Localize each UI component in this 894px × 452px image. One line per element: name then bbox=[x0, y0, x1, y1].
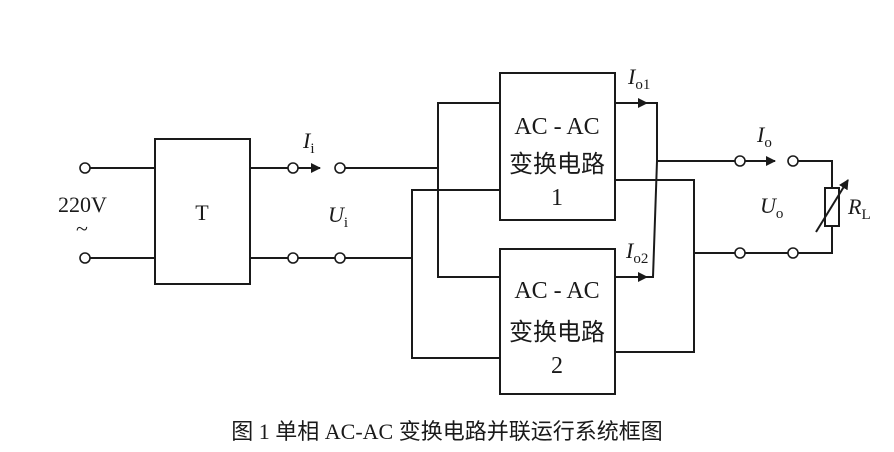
converter-1-title: AC - AC bbox=[514, 114, 599, 140]
conv2-out-top bbox=[647, 160, 658, 278]
terminal-ui-bottom-right bbox=[334, 252, 346, 264]
figure-caption: 图 1 单相 AC-AC 变换电路并联运行系统框图 bbox=[231, 419, 663, 444]
conv1-out-top bbox=[647, 102, 658, 161]
bus-bottom-to-conv2 bbox=[411, 258, 500, 359]
terminal-ui-top-right bbox=[334, 162, 346, 174]
converter-2-box bbox=[499, 248, 616, 395]
converter-1-number: 1 bbox=[551, 185, 563, 211]
load-label: RL bbox=[847, 194, 871, 223]
conv2-out-bottom bbox=[615, 253, 695, 353]
input-current-label: Ii bbox=[302, 128, 315, 157]
input-voltage-symbol: Ui bbox=[328, 202, 348, 231]
terminal-uo-top-left bbox=[734, 155, 746, 167]
input-terminal-bottom bbox=[79, 252, 91, 264]
terminal-uo-bottom-left bbox=[734, 247, 746, 259]
converter-2-number: 2 bbox=[551, 353, 563, 379]
converter-2-title: AC - AC bbox=[514, 278, 599, 304]
transformer-box bbox=[154, 138, 251, 285]
converter-1-subtitle: 变换电路 bbox=[509, 151, 605, 178]
terminal-ui-top-left bbox=[287, 162, 299, 174]
output-current-2-label: Io2 bbox=[625, 238, 648, 267]
input-terminal-top bbox=[79, 162, 91, 174]
bus-top-to-conv2 bbox=[437, 168, 500, 278]
transformer-label: T bbox=[195, 200, 209, 225]
load-wire-bottom bbox=[798, 226, 833, 254]
ac-symbol: ~ bbox=[76, 216, 88, 241]
terminal-ui-bottom-left bbox=[287, 252, 299, 264]
conv1-out-bottom bbox=[615, 179, 695, 253]
output-voltage-label: Uo bbox=[760, 193, 783, 222]
input-voltage-label: 220V bbox=[58, 192, 107, 217]
converter-1-box bbox=[499, 72, 616, 221]
bus-bottom-to-conv1 bbox=[411, 189, 500, 258]
converter-2-subtitle: 变换电路 bbox=[509, 319, 605, 346]
terminal-uo-bottom-right bbox=[787, 247, 799, 259]
output-current-1-label: Io1 bbox=[627, 64, 650, 93]
variable-resistor-arrow bbox=[815, 179, 849, 233]
terminal-uo-top-right bbox=[787, 155, 799, 167]
load-wire-top bbox=[798, 160, 833, 188]
output-current-label: Io bbox=[756, 122, 772, 151]
bus-top-to-conv1 bbox=[437, 102, 500, 168]
